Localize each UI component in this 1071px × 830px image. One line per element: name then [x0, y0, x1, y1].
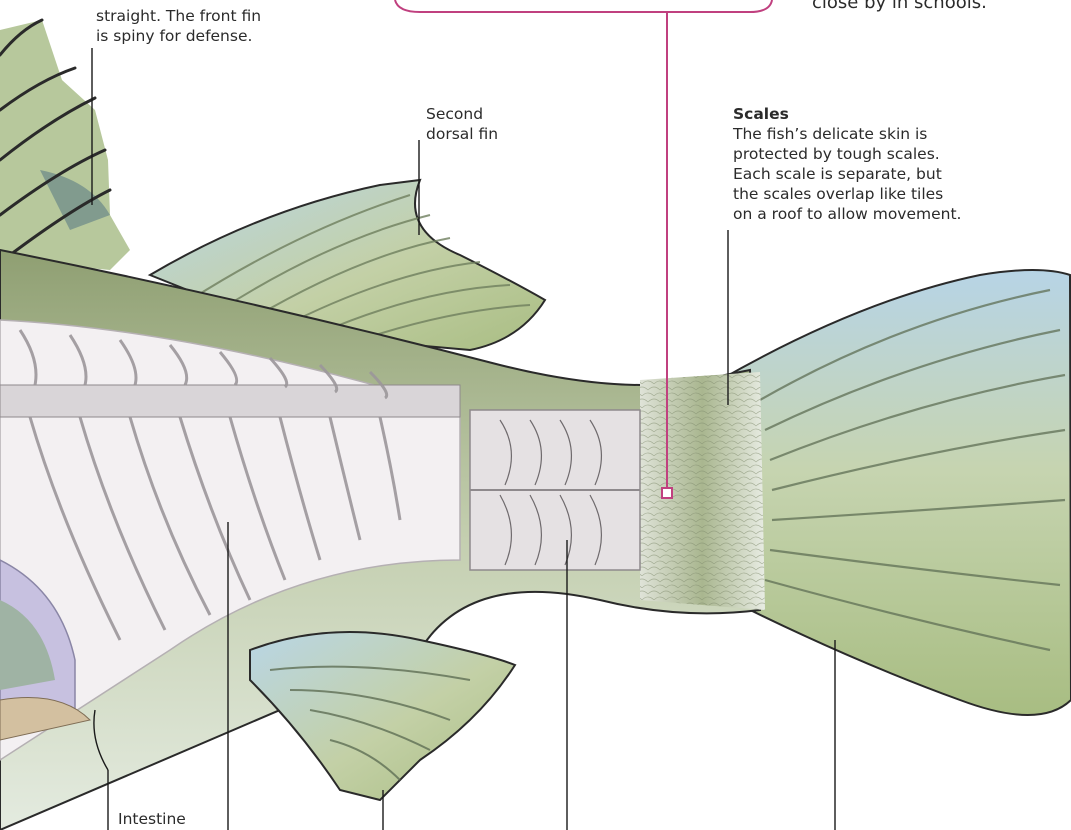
- tail-fin: [720, 270, 1071, 715]
- anal-fin: [250, 632, 515, 800]
- scales-label: Scales The fish’s delicate skin is prote…: [733, 104, 1053, 224]
- intestine-label: Intestine: [118, 809, 238, 829]
- scales-title: Scales: [733, 104, 1053, 124]
- scales-description: The fish’s delicate skin is protected by…: [733, 125, 961, 223]
- first-dorsal-fin-text: straight. The front fin is spiny for def…: [96, 6, 336, 46]
- first-dorsal-fin: [0, 20, 130, 270]
- schools-text: close by in schools.: [812, 0, 1071, 14]
- second-dorsal-fin-label: Second dorsal fin: [426, 104, 566, 144]
